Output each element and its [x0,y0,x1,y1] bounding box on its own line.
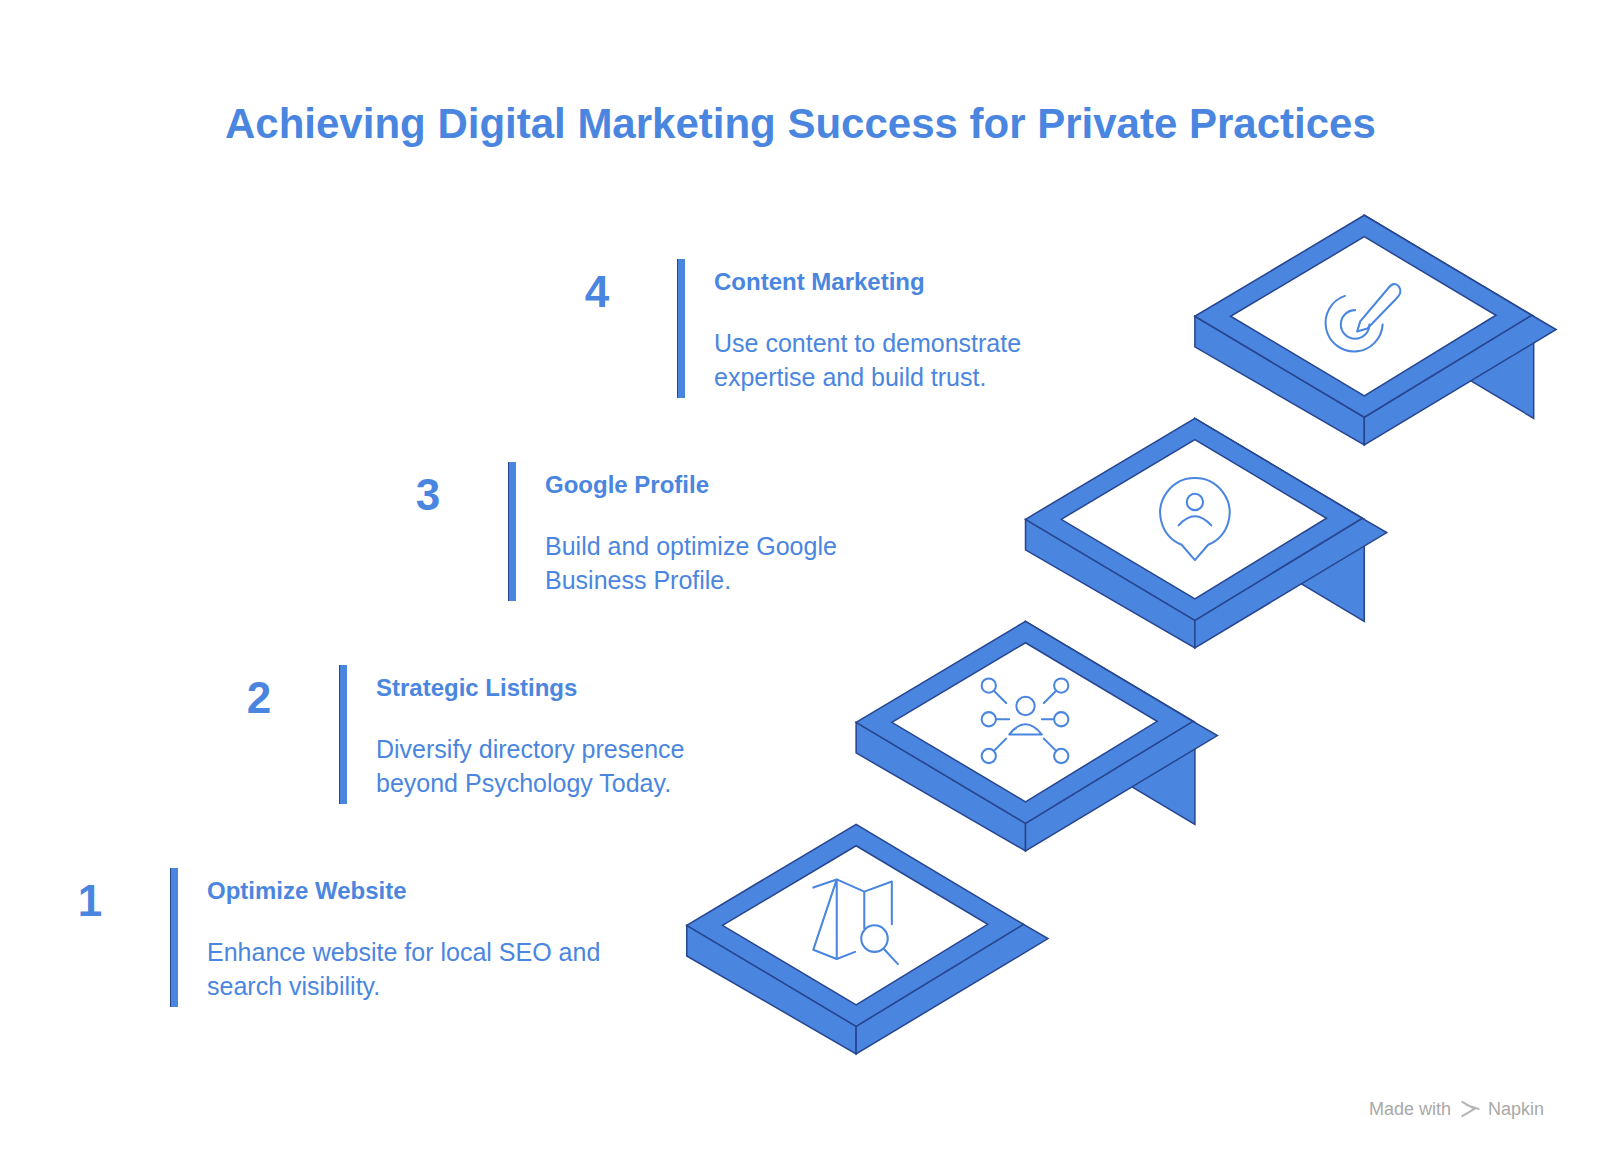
step-block: Content MarketingUse content to demonstr… [678,259,1084,398]
step-heading: Google Profile [545,470,895,500]
callout-number: 2 [229,676,289,720]
step-description: Diversify directory presence beyond Psyc… [376,732,746,800]
step-heading: Optimize Website [207,876,647,906]
step-description: Enhance website for local SEO and search… [207,935,647,1003]
step-block: Google ProfileBuild and optimize Google … [509,462,895,601]
watermark: Made with [1369,1100,1451,1118]
diagram-title: Achieving Digital Marketing Success for … [225,100,1376,148]
step-description: Use content to demonstrate expertise and… [714,326,1084,394]
callout-number: 4 [567,270,627,314]
watermark: Napkin [1488,1100,1544,1118]
callout-number: 3 [398,473,458,517]
step-block: Optimize WebsiteEnhance website for loca… [171,868,647,1007]
step-heading: Strategic Listings [376,673,746,703]
step-description: Build and optimize Google Business Profi… [545,529,895,597]
callout-number: 1 [60,879,120,923]
step-heading: Content Marketing [714,267,1084,297]
step-block: Strategic ListingsDiversify directory pr… [340,665,746,804]
